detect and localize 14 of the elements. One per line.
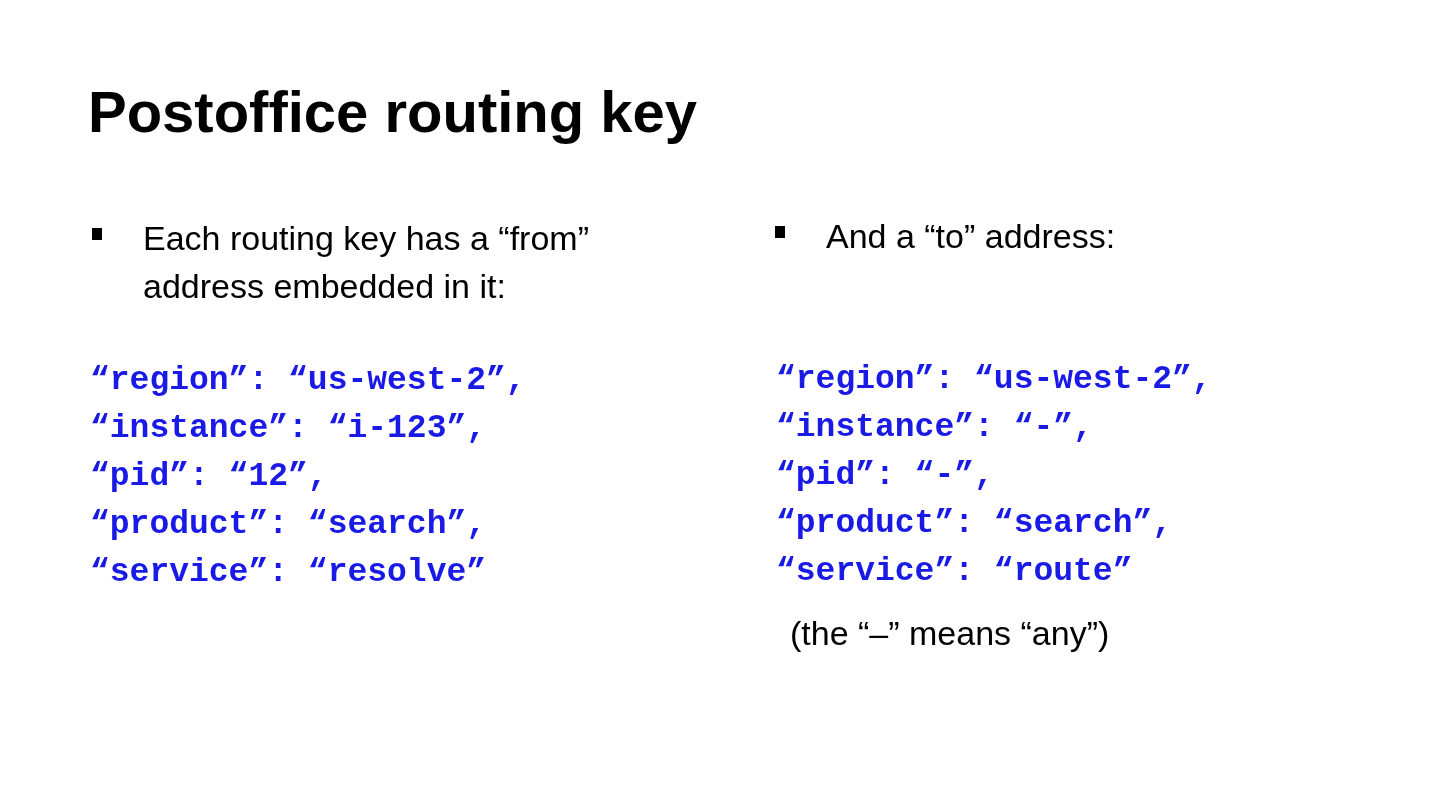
code-line: “pid”: “12”, <box>90 458 328 495</box>
code-line: “instance”: “i-123”, <box>90 410 487 447</box>
code-line: “service”: “route” <box>776 553 1133 590</box>
code-line: “instance”: “-”, <box>776 409 1093 446</box>
code-line: “product”: “search”, <box>776 505 1173 542</box>
code-line: “pid”: “-”, <box>776 457 994 494</box>
code-line: “region”: “us-west-2”, <box>90 362 526 399</box>
slide-title: Postoffice routing key <box>88 78 698 145</box>
bullet-text: Each routing key has a “from” address embedded in it: <box>143 218 590 307</box>
code-line: “service”: “resolve” <box>90 554 487 591</box>
bullet-text: And a “to” address: <box>826 216 1117 257</box>
code-line: “region”: “us-west-2”, <box>776 361 1212 398</box>
note-text: (the “–” means “any”) <box>790 614 1110 653</box>
code-line: “product”: “search”, <box>90 506 487 543</box>
